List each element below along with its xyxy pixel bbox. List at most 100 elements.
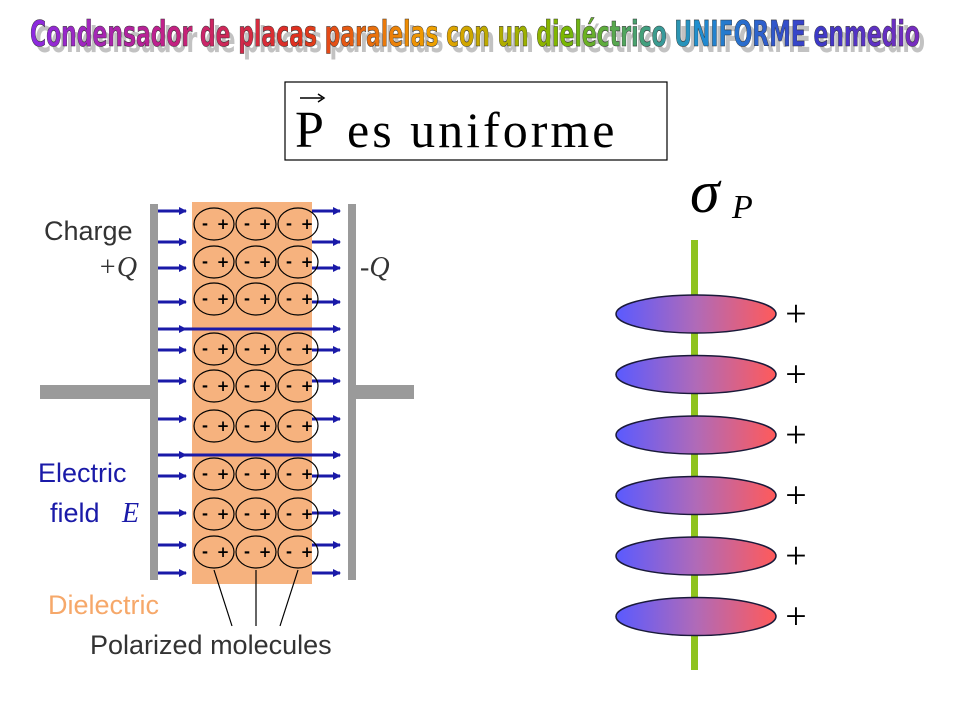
molecule-positive: +: [217, 340, 230, 358]
molecule-positive: +: [259, 290, 272, 308]
molecule: -+: [235, 457, 277, 491]
plus-charge-sign: +: [785, 293, 806, 335]
molecule: -+: [235, 282, 277, 316]
right-molecule: [615, 475, 777, 516]
molecule-positive: +: [259, 377, 272, 395]
molecule-positive: +: [301, 253, 314, 271]
molecule: -+: [277, 369, 319, 403]
molecule-negative: -: [286, 505, 292, 523]
molecule: -+: [193, 369, 235, 403]
molecule: -+: [193, 409, 235, 443]
molecule-negative: -: [286, 340, 292, 358]
field-symbol: E: [121, 498, 139, 529]
molecule-negative: -: [286, 417, 292, 435]
right-molecules: ++++++: [615, 293, 807, 638]
sigma-symbol: σ: [690, 159, 722, 225]
molecule-negative: -: [244, 417, 250, 435]
molecule-negative: -: [202, 215, 208, 233]
molecule: -+: [193, 535, 235, 569]
molecule-negative: -: [286, 465, 292, 483]
molecule-negative: -: [202, 505, 208, 523]
page-title: Condensador de placas paralelas con un d…: [30, 14, 920, 55]
molecule-negative: -: [202, 253, 208, 271]
molecule-negative: -: [286, 543, 292, 561]
molecule-negative: -: [202, 340, 208, 358]
molecule: -+: [235, 245, 277, 279]
molecule: -+: [193, 497, 235, 531]
negative-plate: [348, 204, 356, 580]
molecule: -+: [235, 535, 277, 569]
molecule-positive: +: [301, 417, 314, 435]
molecule-positive: +: [217, 543, 230, 561]
molecule-pointer-lines: [213, 569, 299, 627]
molecule-negative: -: [244, 377, 250, 395]
molecule-positive: +: [301, 215, 314, 233]
molecule: -+: [235, 332, 277, 366]
molecule-positive: +: [259, 505, 272, 523]
molecule-positive: +: [301, 290, 314, 308]
molecule-positive: +: [217, 215, 230, 233]
molecule-negative: -: [202, 290, 208, 308]
molecule: -+: [193, 282, 235, 316]
molecule-positive: +: [259, 215, 272, 233]
right-molecule: [615, 536, 777, 576]
molecule-positive: +: [259, 465, 272, 483]
right-molecule: [615, 596, 777, 637]
molecule-positive: +: [217, 253, 230, 271]
molecule: -+: [235, 369, 277, 403]
molecule-positive: +: [301, 340, 314, 358]
molecule-negative: -: [202, 377, 208, 395]
molecule-negative: -: [286, 215, 292, 233]
molecule: -+: [193, 207, 235, 241]
molecule-negative: -: [286, 253, 292, 271]
molecule-negative: -: [202, 465, 208, 483]
molecule-positive: +: [259, 340, 272, 358]
dielectric-label: Dielectric: [48, 590, 159, 620]
molecule-positive: +: [217, 505, 230, 523]
molecule: -+: [193, 245, 235, 279]
right-lead: [356, 385, 414, 399]
molecule: -+: [277, 282, 319, 316]
molecule-negative: -: [244, 253, 250, 271]
molecule-negative: -: [286, 377, 292, 395]
positive-plate: [150, 204, 158, 580]
plus-charge-sign: +: [785, 475, 806, 517]
polarized-molecules: -+-+-+-+-+-+-+-+-+-+-+-+-+-+-+-+-+-+-+-+…: [193, 207, 319, 569]
electric-label: Electric: [38, 458, 127, 488]
molecule-positive: +: [301, 377, 314, 395]
molecule-negative: -: [244, 340, 250, 358]
molecule-positive: +: [217, 465, 230, 483]
molecule-positive: +: [259, 253, 272, 271]
molecule-positive: +: [217, 417, 230, 435]
sigma-subscript: P: [731, 189, 753, 226]
molecule-positive: +: [259, 543, 272, 561]
molecule: -+: [277, 245, 319, 279]
minus-q-label: -Q: [360, 252, 390, 283]
molecule-negative: -: [244, 505, 250, 523]
right-molecule: [615, 294, 777, 334]
molecule-negative: -: [244, 465, 250, 483]
molecule-positive: +: [301, 505, 314, 523]
molecule-negative: -: [244, 290, 250, 308]
capacitor-diagram: -+-+-+-+-+-+-+-+-+-+-+-+-+-+-+-+-+-+-+-+…: [40, 202, 414, 627]
field-label: field: [50, 498, 100, 528]
plus-charge-sign: +: [785, 414, 806, 456]
vector-p-symbol: P: [295, 102, 324, 159]
molecule: -+: [277, 535, 319, 569]
charge-label: Charge: [44, 216, 133, 246]
molecule: -+: [193, 332, 235, 366]
formula-text: es uniforme: [347, 102, 617, 158]
molecule-positive: +: [217, 377, 230, 395]
formula-box: [284, 81, 668, 161]
molecule: -+: [277, 497, 319, 531]
molecule: -+: [277, 457, 319, 491]
molecule: -+: [277, 409, 319, 443]
axis-line: [691, 240, 698, 670]
plus-charge-sign: +: [785, 535, 806, 577]
molecule-positive: +: [259, 417, 272, 435]
molecule-positive: +: [217, 290, 230, 308]
right-molecule: [615, 354, 777, 395]
polarized-molecules-label: Polarized molecules: [90, 630, 332, 660]
molecule-positive: +: [301, 465, 314, 483]
molecule-negative: -: [202, 543, 208, 561]
